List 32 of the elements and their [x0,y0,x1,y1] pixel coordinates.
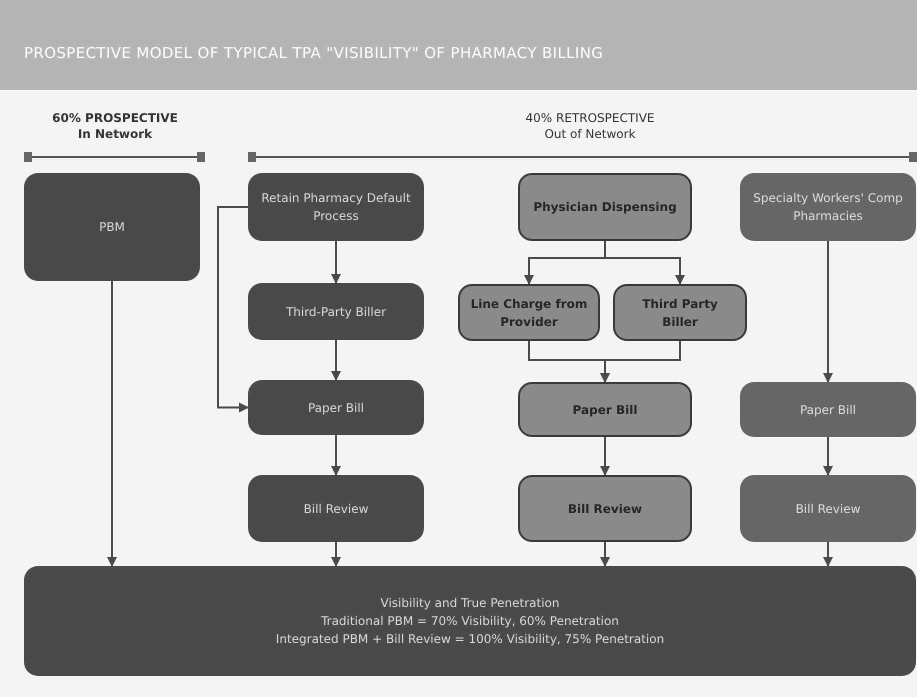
summary-box: Visibility and True Penetration Traditional PBM = 70% Visibility, 60% Penetration Integrated PBM + Bill Review = 100% Visibility, 75% Penetration [24,566,916,676]
process-box: Bill Review [248,475,424,542]
process-box: Specialty Workers' Comp Pharmacies [740,173,916,241]
process-box: Third-Party Biller [248,283,424,340]
process-box: Bill Review [740,475,916,542]
arrow [600,341,681,383]
arrow [600,437,610,476]
arrow [217,206,249,412]
arrow [600,542,610,567]
arrow [331,241,341,284]
arrow [823,542,833,567]
section-subheading: Out of Network [543,126,637,142]
arrow [331,435,341,476]
process-box: Line Charge from Provider [458,284,600,341]
section-heading: 60% PROSPECTIVE [51,110,179,126]
process-box: PBM [24,173,200,281]
arrow [331,542,341,567]
section-subheading: In Network [76,126,154,142]
process-box: Retain Pharmacy Default Process [248,173,424,241]
title: PROSPECTIVE MODEL OF TYPICAL TPA "VISIBILITY" OF PHARMACY BILLING [24,42,604,64]
arrow [331,340,341,381]
arrow [107,281,117,567]
arrow [823,437,833,476]
process-box: Bill Review [518,475,692,542]
process-box: Paper Bill [248,380,424,435]
process-box: Paper Bill [740,382,916,437]
process-box: Paper Bill [518,382,692,437]
arrow [823,241,833,383]
section-heading: 40% RETROSPECTIVE [524,110,656,126]
arrow [604,241,685,285]
process-box: Third Party Biller [613,284,747,341]
process-box: Physician Dispensing [518,173,692,241]
